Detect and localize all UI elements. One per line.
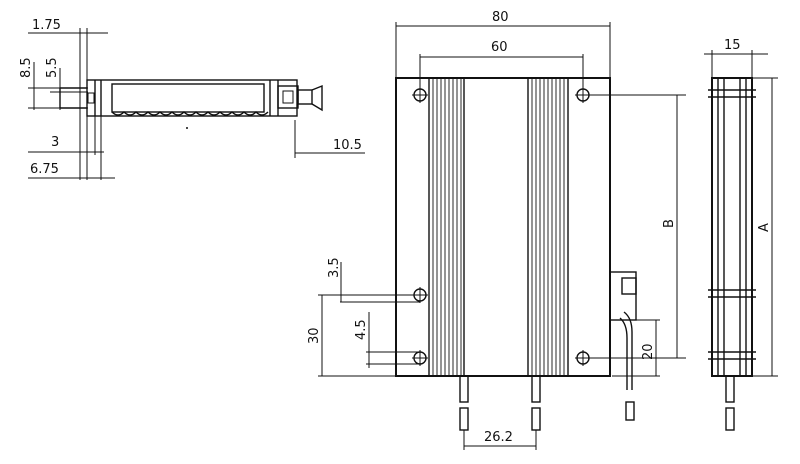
- dim-overall-width: 80: [492, 10, 509, 25]
- dim-lead-spacing: 26.2: [484, 430, 513, 445]
- dim-connector-offset: 10.5: [333, 138, 362, 153]
- dim-top-thickness: 1.75: [32, 18, 61, 33]
- mounting-hole: [575, 350, 591, 366]
- mounting-hole: [575, 87, 591, 103]
- dim-mount-height: B: [662, 219, 677, 228]
- end-view: 15 A: [704, 38, 778, 431]
- dim-hole-dia: 3.5: [327, 257, 342, 278]
- mounting-hole: [412, 87, 428, 103]
- dim-flange: 6.75: [30, 162, 59, 177]
- side-view: 1.75 8.5 5.5 3 6.75 10.5: [19, 18, 365, 180]
- dim-step: 3: [51, 135, 59, 150]
- dim-left-height: 8.5: [19, 57, 34, 78]
- dim-hole-offset: 4.5: [354, 319, 369, 340]
- dim-hole-spacing: 60: [491, 40, 508, 55]
- dim-inner-height: 5.5: [45, 57, 60, 78]
- dim-bottom-offset: 20: [641, 343, 656, 360]
- front-view: 80 60 B 3.5 30 4.5 20: [307, 10, 686, 450]
- dim-overall-length: A: [757, 223, 772, 232]
- dim-edge-to-hole: 30: [307, 327, 322, 344]
- dim-thickness: 15: [724, 38, 741, 53]
